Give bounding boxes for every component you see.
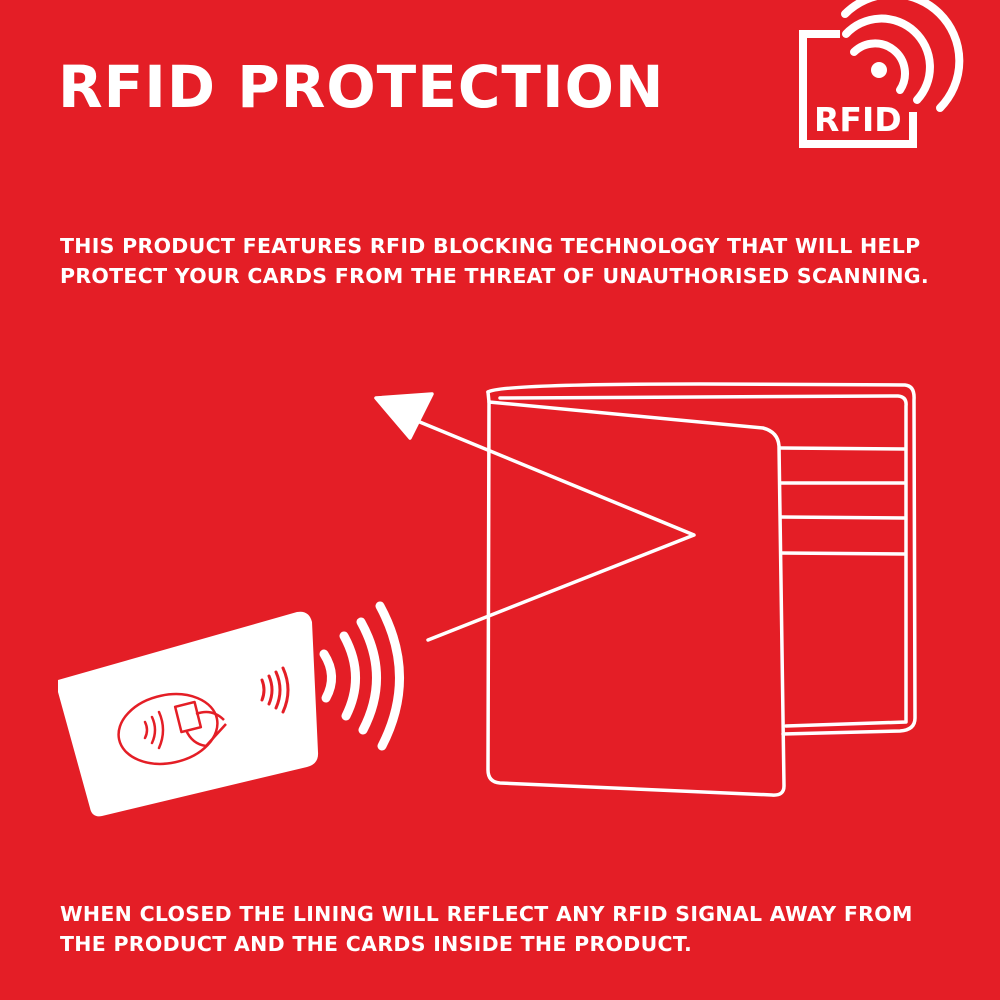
wallet-icon [486,382,917,797]
card-icon [58,611,319,817]
hand-icon [173,700,227,748]
page-title: RFID PROTECTION [58,53,665,121]
reflect-arrow-icon [374,392,696,642]
contactless-signal-icon [319,601,404,751]
rfid-badge-icon [799,0,964,148]
rfid-illustration [58,382,917,817]
intro-text: THIS PRODUCT FEATURES RFID BLOCKING TECH… [60,234,930,288]
contactless-icon [117,666,290,766]
outro-text: WHEN CLOSED THE LINING WILL REFLECT ANY … [60,902,913,956]
rfid-badge-label: RFID [814,100,902,139]
wifi-signal-icon [841,0,964,112]
